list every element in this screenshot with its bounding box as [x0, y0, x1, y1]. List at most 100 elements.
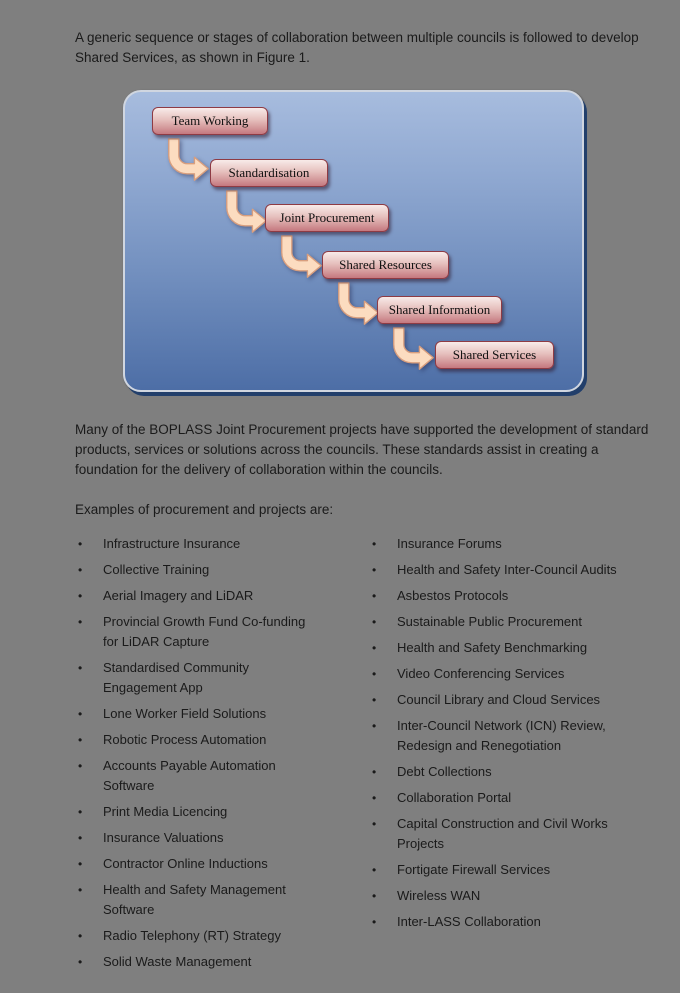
list-item: • Print Media Licencing — [75, 802, 369, 822]
curved-right-arrow-icon — [226, 190, 267, 233]
list-item-text: Standardised Community Engagement App — [103, 660, 249, 695]
bullet-icon: • — [372, 615, 377, 629]
bullet-icon: • — [372, 765, 377, 779]
list-item: •Solid Waste Management — [75, 952, 369, 972]
bullet-icon: • — [372, 693, 377, 707]
list-item: •Aerial Imagery and LiDAR — [75, 586, 369, 606]
bullet-icon: • — [372, 791, 377, 805]
list-item: • Collaboration Portal — [369, 788, 653, 808]
list-item: • Inter-LASS Collaboration — [369, 912, 653, 932]
list-item-text: Debt Collections — [397, 764, 492, 779]
bullet-icon: • — [78, 831, 83, 845]
bullet-icon: • — [78, 759, 83, 773]
bullet-icon: • — [372, 863, 377, 877]
list-item: • Wireless WAN — [369, 886, 653, 906]
list-item-text: Insurance Valuations — [103, 830, 224, 845]
list-item-text: Contractor Online Inductions — [103, 856, 268, 871]
bullet-icon: • — [78, 955, 83, 969]
body-paragraph: Many of the BOPLASS Joint Procurement pr… — [75, 422, 649, 477]
stage-box-team-working: Team Working — [152, 107, 268, 135]
bullet-icon: • — [78, 883, 83, 897]
list-item: • Health and Safety Management Software — [75, 880, 369, 920]
list-item: • Contractor Online Inductions — [75, 854, 369, 874]
list-item-text: Radio Telephony (RT) Strategy — [103, 928, 282, 943]
examples-heading: Examples of procurement and projects are… — [75, 502, 334, 517]
list-item-text: Robotic Process Automation — [103, 732, 267, 747]
list-item: • Health and Safety Inter-Council Audits — [369, 560, 653, 580]
bullet-icon: • — [78, 615, 83, 629]
list-item-text: Insurance Forums — [397, 536, 502, 551]
list-item: • Robotic Process Automation — [75, 730, 369, 750]
stage-box-shared-resources: Shared Resources — [322, 251, 449, 279]
list-item: • Provincial Growth Fund Co-funding for L… — [75, 612, 369, 652]
stage-box-shared-information: Shared Information — [377, 296, 502, 324]
list-item: • Collective Training — [75, 560, 369, 580]
list-item: • Lone Worker Field Solutions — [75, 704, 369, 724]
bullet-icon: • — [372, 817, 377, 831]
list-item-text: Sustainable Public Procurement — [397, 614, 582, 629]
bullet-icon: • — [372, 889, 377, 903]
project-list-right: • Insurance Forums • Health and Safety Inte… — [369, 534, 653, 978]
bullet-icon: • — [78, 733, 83, 747]
list-item-text: Inter-LASS Collaboration — [397, 914, 541, 929]
curved-right-arrow-icon — [393, 327, 434, 370]
curved-right-arrow-icon — [338, 282, 379, 325]
stage-box-joint-procurement: Joint Procurement — [265, 204, 389, 232]
intro-paragraph: A generic sequence or stages of collabor… — [75, 30, 639, 65]
curved-right-arrow-icon — [281, 235, 322, 278]
list-item-text: Collaboration Portal — [397, 790, 512, 805]
bullet-icon: • — [78, 537, 83, 551]
list-item-text: Video Conferencing Services — [397, 666, 565, 681]
bullet-icon: • — [372, 719, 377, 733]
list-item-text: Print Media Licencing — [103, 804, 228, 819]
stage-box-standardisation: Standardisation — [210, 159, 328, 187]
project-lists: • Infrastructure Insurance • Collective Tra… — [75, 534, 653, 978]
list-item-text: Health and Safety Benchmarking — [397, 640, 588, 655]
list-item: • Health and Safety Benchmarking — [369, 638, 653, 658]
list-item: • Sustainable Public Procurement — [369, 612, 653, 632]
list-item-text: Collective Training — [103, 562, 210, 577]
list-item: • Standardised Community Engagement App — [75, 658, 369, 698]
list-item-text: Provincial Growth Fund Co-funding for Li… — [103, 614, 306, 649]
list-item: • Fortigate Firewall Services — [369, 860, 653, 880]
list-item: • Asbestos Protocols — [369, 586, 653, 606]
list-item-text: Lone Worker Field Solutions — [103, 706, 267, 721]
list-item-text: Capital Construction and Civil Works Pro… — [397, 816, 608, 851]
bullet-icon: • — [78, 805, 83, 819]
list-item: • Infrastructure Insurance — [75, 534, 369, 554]
bullet-icon: • — [372, 563, 377, 577]
bullet-icon: • — [78, 563, 83, 577]
bullet-icon: • — [372, 915, 377, 929]
stage-box-shared-services: Shared Services — [435, 341, 554, 369]
list-item: • Capital Construction and Civil Works Pr… — [369, 814, 653, 854]
list-item-text: Fortigate Firewall Services — [397, 862, 551, 877]
list-item-text: Wireless WAN — [397, 888, 481, 903]
list-item-text: Health and Safety Management Software — [103, 882, 286, 917]
bullet-icon: • — [372, 641, 377, 655]
bullet-icon: • — [372, 537, 377, 551]
list-item: • Inter-Council Network (ICN) Review, Red… — [369, 716, 653, 756]
list-item: • Insurance Valuations — [75, 828, 369, 848]
list-item: •Council Library and Cloud Services — [369, 690, 653, 710]
bullet-icon: • — [78, 929, 83, 943]
list-item-text: Infrastructure Insurance — [103, 536, 241, 551]
bullet-icon: • — [78, 661, 83, 675]
project-list-left: • Infrastructure Insurance • Collective Tra… — [75, 534, 369, 978]
list-item-text: Health and Safety Inter-Council Audits — [397, 562, 617, 577]
bullet-icon: • — [372, 667, 377, 681]
bullet-icon: • — [372, 589, 377, 603]
list-item-text: Asbestos Protocols — [397, 588, 509, 603]
curved-right-arrow-icon — [168, 138, 209, 181]
list-item: • Debt Collections — [369, 762, 653, 782]
list-item-text: Aerial Imagery and LiDAR — [103, 588, 254, 603]
list-item-text: Accounts Payable Automation Software — [103, 758, 276, 793]
list-item: • Video Conferencing Services — [369, 664, 653, 684]
bullet-icon: • — [78, 857, 83, 871]
list-item: • Accounts Payable Automation Software — [75, 756, 369, 796]
list-item: • Insurance Forums — [369, 534, 653, 554]
list-item-text: Inter-Council Network (ICN) Review, Rede… — [397, 718, 606, 753]
list-item: • Radio Telephony (RT) Strategy — [75, 926, 369, 946]
bullet-icon: • — [78, 707, 83, 721]
